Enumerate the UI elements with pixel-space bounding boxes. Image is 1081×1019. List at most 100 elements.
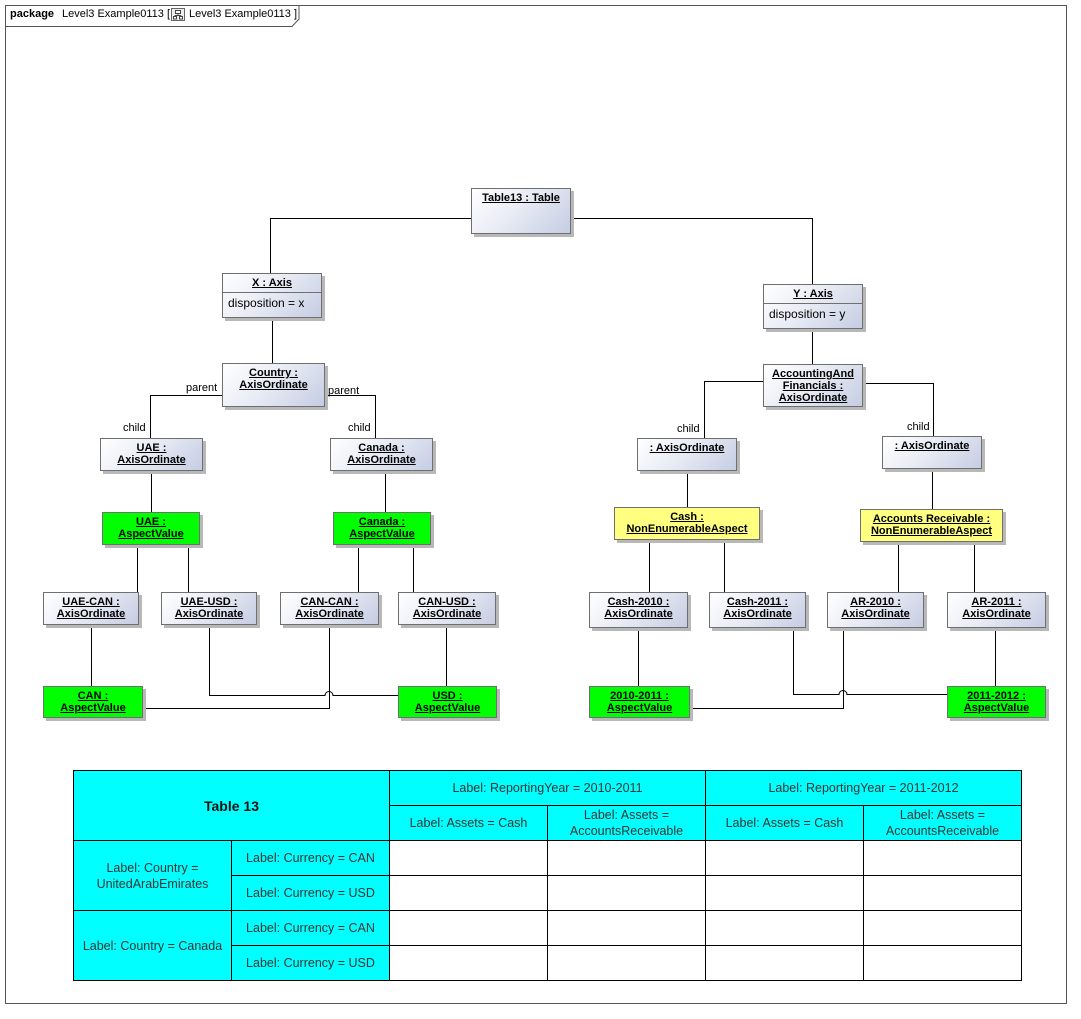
node-title: Table13 : Table xyxy=(472,189,570,204)
accounts-receivable-aspect-node[interactable]: Accounts Receivable :NonEnumerableAspect xyxy=(860,509,1003,542)
table-cell xyxy=(547,945,706,981)
node-title-line: CAN-CAN : xyxy=(300,596,359,608)
column-header: Label: Assets = AccountsReceivable xyxy=(547,805,706,841)
column-group-header: Label: ReportingYear = 2010-2011 xyxy=(389,770,706,806)
ar-2011-ordinate-node[interactable]: AR-2011 :AxisOrdinate xyxy=(947,592,1046,628)
node-title-line: AspectValue xyxy=(118,528,184,540)
table-cell xyxy=(863,910,1022,946)
table-13-grid: Table 13 Label: ReportingYear = 2010-201… xyxy=(73,770,1022,981)
node-title-line: UAE : xyxy=(136,516,166,528)
uae-aspectvalue-node[interactable]: UAE :AspectValue xyxy=(102,512,200,545)
node-title-line: UAE-USD : xyxy=(180,596,238,608)
row-header: Label: Currency = USD xyxy=(231,945,390,981)
table-cell xyxy=(389,840,548,876)
canada-ordinate-node[interactable]: Canada :AxisOrdinate xyxy=(330,438,433,471)
2010-2011-aspectvalue-node[interactable]: 2010-2011 :AspectValue xyxy=(589,686,690,718)
connectors xyxy=(91,218,996,709)
table-cell xyxy=(389,910,548,946)
class-diagram-icon xyxy=(171,8,185,21)
can-can-ordinate-node[interactable]: CAN-CAN :AxisOrdinate xyxy=(280,592,379,625)
edge-label-parent: parent xyxy=(328,385,360,397)
uae-ordinate-node[interactable]: UAE :AxisOrdinate xyxy=(100,438,203,471)
cash-2010-ordinate-node[interactable]: Cash-2010 :AxisOrdinate xyxy=(589,592,688,628)
edge-label-child: child xyxy=(677,423,700,435)
node-title-line: Country : xyxy=(249,367,298,379)
country-ordinate-node[interactable]: Country :AxisOrdinate xyxy=(222,363,325,407)
frame-border xyxy=(5,5,1067,1004)
column-header: Label: Assets = AccountsReceivable xyxy=(863,805,1022,841)
table-cell xyxy=(705,840,864,876)
edge-label-child: child xyxy=(907,421,930,433)
node-title: : AxisOrdinate xyxy=(883,437,981,452)
node-title-line: AxisOrdinate xyxy=(56,608,126,620)
can-usd-ordinate-node[interactable]: CAN-USD :AxisOrdinate xyxy=(398,592,496,625)
node-title-line: USD : xyxy=(432,690,463,702)
node-title: UAE-CAN :AxisOrdinate xyxy=(44,593,138,620)
node-title-line: Table13 : Table xyxy=(482,192,560,204)
node-title-line: AR-2011 : xyxy=(971,596,1022,608)
table-cell xyxy=(705,910,864,946)
node-title: 2011-2012 :AspectValue xyxy=(948,687,1045,714)
column-header: Label: Assets = Cash xyxy=(705,805,864,841)
node-title-line: UAE-CAN : xyxy=(62,596,120,608)
node-title: CAN :AspectValue xyxy=(44,687,142,714)
cash-aspect-node[interactable]: Cash :NonEnumerableAspect xyxy=(614,507,760,540)
node-title: AR-2011 :AxisOrdinate xyxy=(948,593,1045,620)
table-cell xyxy=(863,875,1022,911)
table-cell xyxy=(547,875,706,911)
node-title: Y : Axis xyxy=(764,285,862,303)
node-title-line: AxisOrdinate xyxy=(723,608,792,620)
column-group-header: Label: ReportingYear = 2011-2012 xyxy=(705,770,1022,806)
table-cell xyxy=(389,945,548,981)
uae-usd-ordinate-node[interactable]: UAE-USD :AxisOrdinate xyxy=(161,592,257,625)
node-title-line: Accounts Receivable : xyxy=(872,513,991,525)
node-attribute: disposition = y xyxy=(764,303,862,324)
package-keyword: package xyxy=(10,8,55,20)
node-title-line: Canada : xyxy=(358,442,405,454)
node-title-line: AxisOrdinate xyxy=(412,608,482,620)
node-title-line: Y : Axis xyxy=(793,288,833,300)
table-cell xyxy=(547,910,706,946)
row-header: Label: Currency = CAN xyxy=(231,840,390,876)
node-title: : AxisOrdinate xyxy=(638,439,736,454)
can-aspectvalue-node[interactable]: CAN :AspectValue xyxy=(43,686,143,718)
y-axis-node[interactable]: Y : Axis disposition = y xyxy=(763,284,863,329)
node-title-line: AspectValue xyxy=(60,702,126,714)
node-title: CAN-CAN :AxisOrdinate xyxy=(281,593,378,620)
table-cell xyxy=(547,840,706,876)
2011-2012-aspectvalue-node[interactable]: 2011-2012 :AspectValue xyxy=(947,686,1046,718)
node-title-line: AxisOrdinate xyxy=(604,608,673,620)
node-title-line: Cash : xyxy=(670,511,704,523)
edge-label-child: child xyxy=(123,422,146,434)
canada-aspectvalue-node[interactable]: Canada :AspectValue xyxy=(333,512,431,545)
table13-node[interactable]: Table13 : Table xyxy=(471,188,571,234)
table-cell xyxy=(389,875,548,911)
node-title-line: 2011-2012 : xyxy=(967,690,1026,702)
node-title: Cash-2010 :AxisOrdinate xyxy=(590,593,687,620)
right-ordinate-node[interactable]: : AxisOrdinate xyxy=(882,436,982,469)
row-header: Label: Currency = CAN xyxy=(231,910,390,946)
uae-can-ordinate-node[interactable]: UAE-CAN :AxisOrdinate xyxy=(43,592,139,625)
node-title: Accounts Receivable :NonEnumerableAspect xyxy=(861,510,1002,537)
table-cell xyxy=(705,875,864,911)
node-title: Cash :NonEnumerableAspect xyxy=(615,508,759,535)
node-title-line: Cash-2011 : xyxy=(726,596,789,608)
node-title-line: AxisOrdinate xyxy=(347,454,416,466)
cash-2011-ordinate-node[interactable]: Cash-2011 :AxisOrdinate xyxy=(709,592,806,628)
table-title: Table 13 xyxy=(73,770,390,841)
node-title-line: CAN-USD : xyxy=(418,596,476,608)
node-title: X : Axis xyxy=(223,274,321,292)
node-title-line: Financials : xyxy=(782,380,844,392)
row-group-header: Label: Country = UnitedArabEmirates xyxy=(73,840,232,911)
edge-label-child: child xyxy=(348,422,371,434)
usd-aspectvalue-node[interactable]: USD :AspectValue xyxy=(398,686,497,718)
left-ordinate-node[interactable]: : AxisOrdinate xyxy=(637,438,737,471)
row-group-header: Label: Country = Canada xyxy=(73,910,232,981)
ar-2010-ordinate-node[interactable]: AR-2010 :AxisOrdinate xyxy=(827,592,924,628)
node-title-line: 2010-2011 : xyxy=(610,690,669,702)
table-cell xyxy=(863,840,1022,876)
